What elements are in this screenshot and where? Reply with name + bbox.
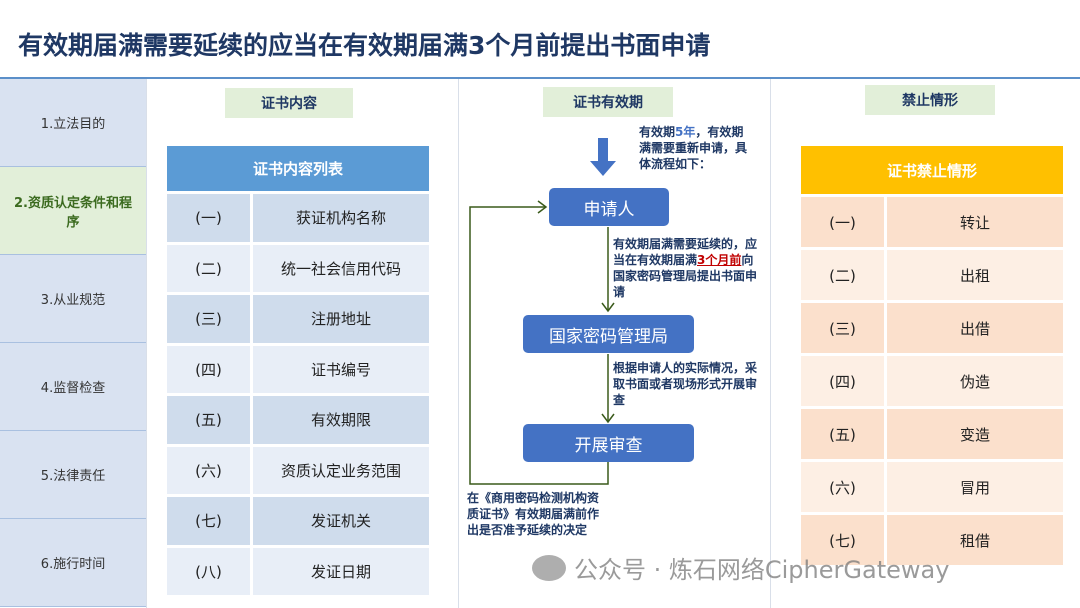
- table-row: (六)资质认定业务范围: [167, 446, 429, 494]
- row-value: 出租: [887, 250, 1063, 300]
- sidebar-item-purpose[interactable]: 1.立法目的: [0, 79, 146, 167]
- row-index: (七): [801, 515, 884, 565]
- note1-deadline: 3个月前: [697, 253, 742, 267]
- table-row: (七)发证机关: [167, 497, 429, 545]
- flow-arrows: [469, 138, 616, 485]
- step-applicant: 申请人: [549, 188, 669, 226]
- sidebar-item-conduct[interactable]: 3.从业规范: [0, 255, 146, 343]
- table-header: 证书禁止情形: [801, 146, 1063, 194]
- row-value: 证书编号: [253, 345, 429, 393]
- intro-text: 有效期: [639, 125, 676, 139]
- intro-note: 有效期5年，有效期满需要重新申请，具体流程如下：: [639, 124, 747, 172]
- sidebar-item-liability[interactable]: 5.法律责任: [0, 431, 146, 519]
- row-value: 冒用: [887, 462, 1063, 512]
- certificate-content-panel: 证书内容 证书内容列表 (一)获证机构名称(二)统一社会信用代码(三)注册地址(…: [146, 79, 458, 608]
- table-row: (三)出借: [801, 303, 1063, 353]
- row-index: (三): [801, 303, 884, 353]
- table-row: (四)证书编号: [167, 345, 429, 393]
- table-row: (一)获证机构名称: [167, 194, 429, 242]
- table-row: (二)统一社会信用代码: [167, 244, 429, 292]
- row-index: (一): [167, 194, 250, 242]
- table-row: (五)变造: [801, 409, 1063, 459]
- note1-text-rest: 向国家密码管理局提出书面申请: [613, 253, 758, 299]
- table-row: (三)注册地址: [167, 295, 429, 343]
- intro-text-rest: ，有效期满需要重新申请，具体流程如下：: [639, 125, 748, 171]
- row-index: (三): [167, 295, 250, 343]
- row-value: 变造: [887, 409, 1063, 459]
- step3-note: 在《商用密码检测机构资质证书》有效期届满前作出是否准予延续的决定: [467, 491, 600, 537]
- page-title: 有效期届满需要延续的应当在有效期届满3个月前提出书面申请: [18, 31, 711, 60]
- row-value: 伪造: [887, 356, 1063, 406]
- table-row: (八)发证日期: [167, 547, 429, 595]
- content-table: 证书内容列表 (一)获证机构名称(二)统一社会信用代码(三)注册地址(四)证书编…: [167, 146, 429, 595]
- row-value: 获证机构名称: [253, 194, 429, 242]
- prohibited-panel: 禁止情形 证书禁止情形 (一)转让(二)出租(三)出借(四)伪造(五)变造(六)…: [770, 79, 1080, 608]
- step-authority: 国家密码管理局: [523, 315, 694, 353]
- row-value: 出借: [887, 303, 1063, 353]
- table-row: (六)冒用: [801, 462, 1063, 512]
- row-index: (五): [801, 409, 884, 459]
- watermark-text: 公众号 · 炼石网络CipherGateway: [574, 556, 950, 584]
- table-header: 证书内容列表: [167, 146, 429, 191]
- row-index: (二): [801, 250, 884, 300]
- panel-title: 证书内容: [225, 88, 353, 118]
- row-value: 注册地址: [253, 295, 429, 343]
- table-row: (一)转让: [801, 197, 1063, 247]
- validity-panel: 证书有效期 有效期5年，有效期满需要重新申请，具体流程如下： 申请人 有效期届满…: [458, 79, 770, 608]
- title-divider: [0, 77, 1080, 79]
- row-index: (七): [167, 497, 250, 545]
- row-index: (四): [167, 345, 250, 393]
- row-index: (二): [167, 244, 250, 292]
- watermark: 公众号 · 炼石网络CipherGateway: [532, 550, 949, 585]
- table-row: (五)有效期限: [167, 396, 429, 444]
- wechat-icon: [532, 554, 566, 581]
- sidebar: 1.立法目的 2.资质认定条件和程序 3.从业规范 4.监督检查 5.法律责任 …: [0, 79, 146, 608]
- row-index: (一): [801, 197, 884, 247]
- sidebar-item-supervision[interactable]: 4.监督检查: [0, 343, 146, 431]
- row-value: 租借: [887, 515, 1063, 565]
- table-row: (七)租借: [801, 515, 1063, 565]
- panel-title: 禁止情形: [865, 85, 995, 115]
- sidebar-item-effective[interactable]: 6.施行时间: [0, 519, 146, 607]
- step-review: 开展审查: [523, 424, 694, 462]
- table-row: (二)出租: [801, 250, 1063, 300]
- panel-title: 证书有效期: [543, 87, 673, 117]
- table-row: (四)伪造: [801, 356, 1063, 406]
- row-index: (六): [801, 462, 884, 512]
- row-value: 资质认定业务范围: [253, 446, 429, 494]
- row-value: 发证日期: [253, 547, 429, 595]
- row-index: (八): [167, 547, 250, 595]
- prohibited-table: 证书禁止情形 (一)转让(二)出租(三)出借(四)伪造(五)变造(六)冒用(七)…: [801, 146, 1063, 565]
- row-index: (四): [801, 356, 884, 406]
- intro-years: 5年: [675, 125, 696, 139]
- step2-note: 根据申请人的实际情况，采取书面或者现场形式开展审查: [613, 361, 758, 407]
- row-value: 转让: [887, 197, 1063, 247]
- row-index: (六): [167, 446, 250, 494]
- row-index: (五): [167, 396, 250, 444]
- note1-text: 有效期届满需要延续的，应当在有效期届满: [613, 237, 758, 267]
- sidebar-item-qualification[interactable]: 2.资质认定条件和程序: [0, 167, 146, 255]
- row-value: 统一社会信用代码: [253, 244, 429, 292]
- step1-note: 有效期届满需要延续的，应当在有效期届满3个月前向国家密码管理局提出书面申请: [613, 236, 758, 300]
- down-arrow-icon: [590, 161, 616, 176]
- row-value: 有效期限: [253, 396, 429, 444]
- row-value: 发证机关: [253, 497, 429, 545]
